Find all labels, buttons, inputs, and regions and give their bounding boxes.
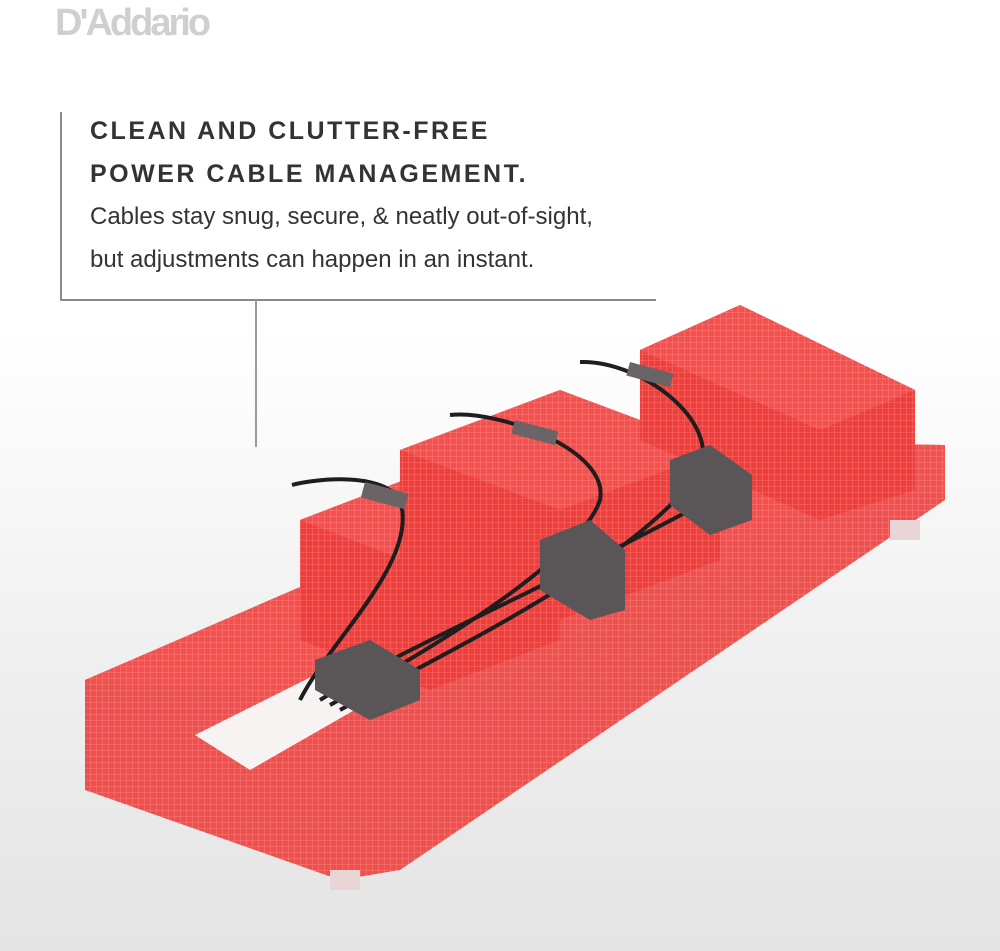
callout-pointer-line bbox=[255, 300, 257, 447]
headline-line-2: POWER CABLE MANAGEMENT. bbox=[90, 160, 529, 188]
callout-bottom-border bbox=[60, 299, 656, 301]
daddario-logo: D'Addario bbox=[55, 2, 211, 44]
callout-body: Cables stay snug, secure, & neatly out-o… bbox=[90, 195, 593, 281]
callout-headline: CLEAN AND CLUTTER-FREE POWER CABLE MANAG… bbox=[90, 110, 528, 196]
cable-clips bbox=[315, 445, 752, 720]
body-line-1: Cables stay snug, secure, & neatly out-o… bbox=[90, 203, 593, 230]
callout-left-border bbox=[60, 112, 62, 301]
dc-plugs bbox=[360, 362, 674, 510]
body-line-2: but adjustments can happen in an instant… bbox=[90, 246, 535, 273]
headline-line-1: CLEAN AND CLUTTER-FREE bbox=[90, 117, 490, 145]
